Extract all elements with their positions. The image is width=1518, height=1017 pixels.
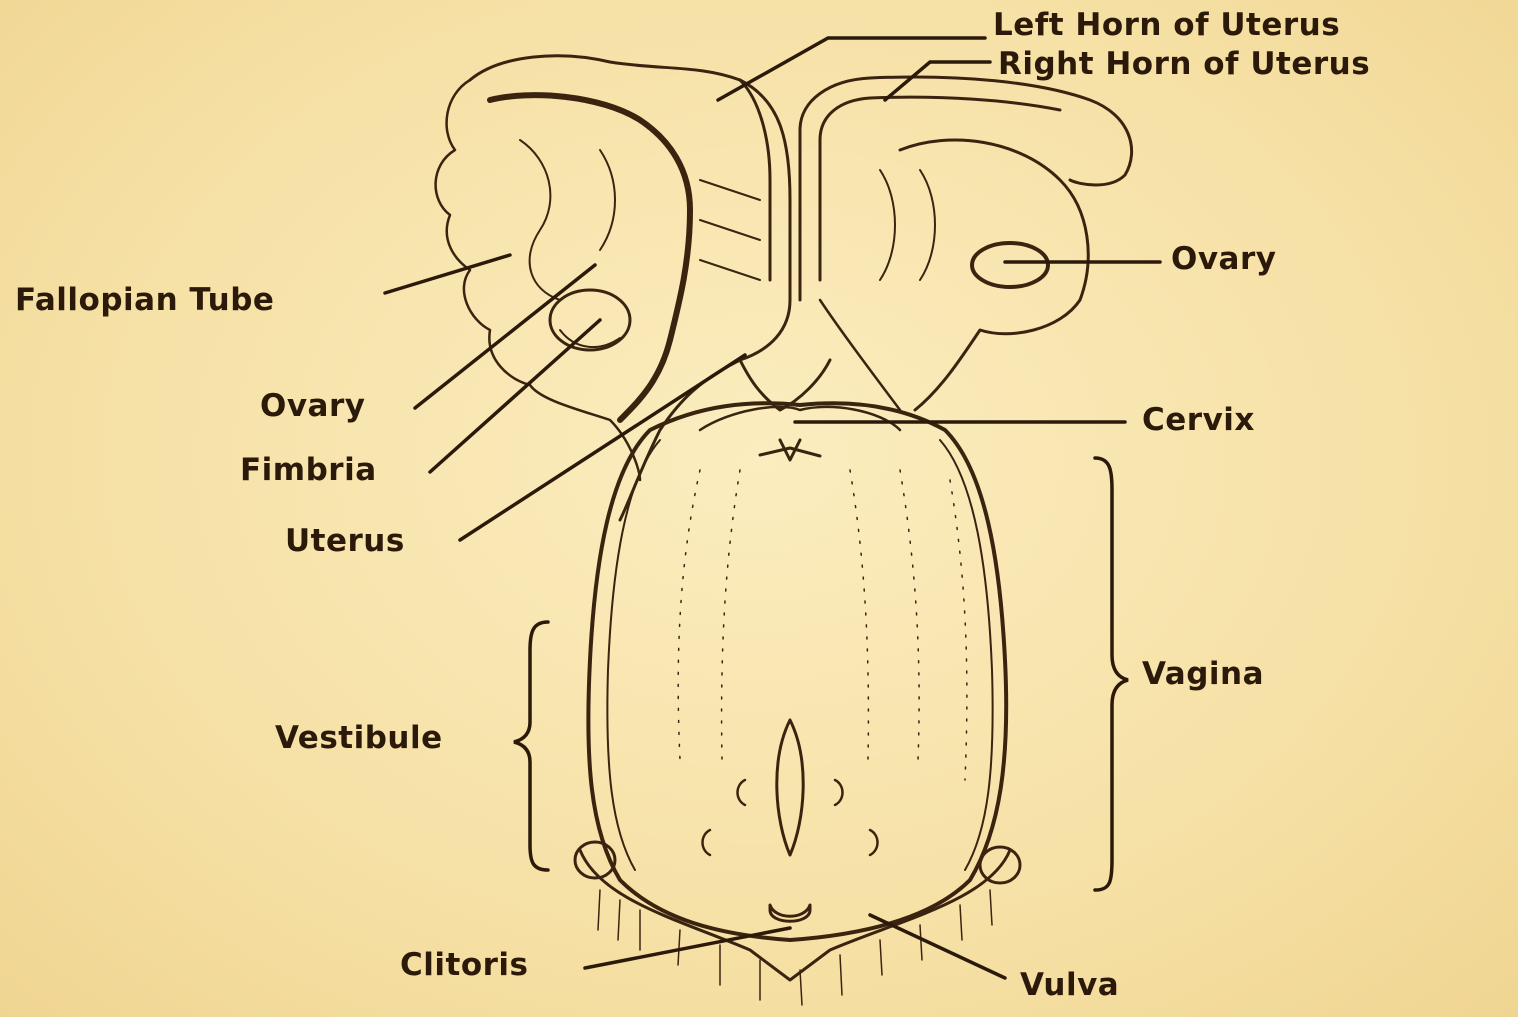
label-vulva: Vulva: [1020, 970, 1119, 1001]
label-uterus: Uterus: [285, 526, 405, 557]
label-left-horn-of-uterus: Left Horn of Uterus: [993, 10, 1340, 41]
label-ovary-right: Ovary: [1171, 244, 1276, 275]
label-vagina: Vagina: [1142, 659, 1264, 690]
right-horn-and-ovary-drawing: [800, 77, 1132, 410]
label-clitoris: Clitoris: [400, 950, 528, 981]
left-horn-and-ovary-drawing: [436, 56, 790, 520]
leader-fimbria: [430, 320, 600, 472]
leader-fallopian-tube: [385, 255, 510, 293]
label-vestibule: Vestibule: [275, 723, 443, 754]
uterus-body-drawing: [700, 360, 900, 460]
label-ovary-left: Ovary: [260, 391, 365, 422]
vagina-bracket: [1095, 458, 1128, 890]
label-right-horn-of-uterus: Right Horn of Uterus: [998, 49, 1370, 80]
leader-lines: [385, 38, 1160, 978]
vulva-drawing: [575, 842, 1020, 1005]
vagina-sac-drawing: [588, 403, 1006, 940]
vestibule-bracket: [514, 622, 548, 870]
label-cervix: Cervix: [1142, 405, 1255, 436]
leader-uterus: [460, 355, 745, 540]
label-fimbria: Fimbria: [240, 455, 377, 486]
leader-ovary-left: [415, 265, 595, 408]
leader-vulva: [870, 915, 1005, 978]
label-fallopian-tube: Fallopian Tube: [15, 285, 274, 316]
leader-right-horn: [885, 62, 990, 100]
